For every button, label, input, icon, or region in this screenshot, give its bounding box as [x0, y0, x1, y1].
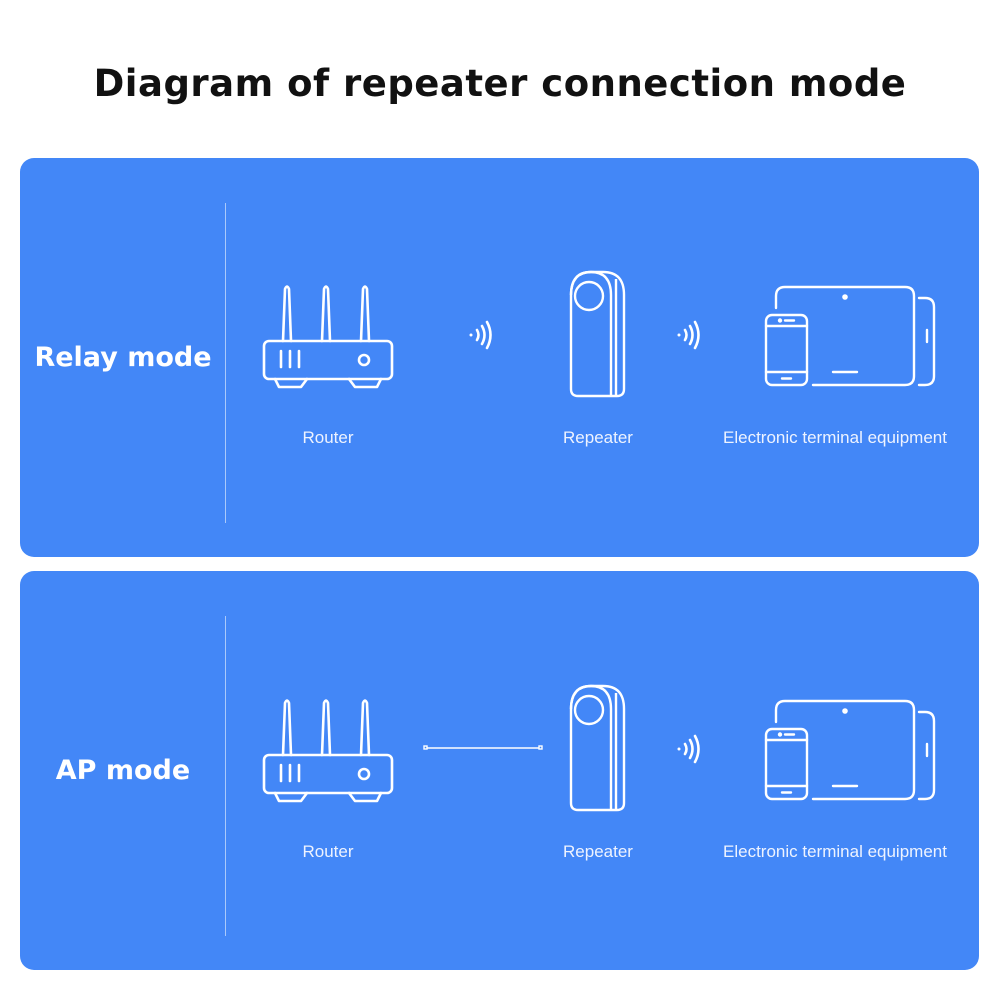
device-label-repeater: Repeater	[563, 842, 633, 861]
device-label-router: Router	[302, 428, 354, 447]
devices-icon	[764, 698, 945, 808]
wifi-signal-icon	[676, 320, 702, 350]
divider	[225, 203, 226, 523]
page-title: Diagram of repeater connection mode	[93, 62, 907, 105]
device-label-repeater: Repeater	[563, 428, 633, 447]
router-icon	[261, 695, 395, 805]
mode-label: Relay mode	[34, 342, 212, 373]
ap-mode-panel: AP mode Router Repeater Electronic termi…	[20, 571, 979, 970]
devices-icon	[764, 284, 945, 394]
ethernet-cable-icon	[423, 744, 543, 752]
mode-label: AP mode	[55, 755, 191, 786]
device-label-terminal: Electronic terminal equipment	[723, 842, 947, 861]
device-label-terminal: Electronic terminal equipment	[723, 428, 947, 447]
wifi-signal-icon	[676, 734, 702, 764]
divider	[225, 616, 226, 936]
repeater-icon	[566, 683, 628, 813]
wifi-signal-icon	[468, 320, 494, 350]
device-label-router: Router	[302, 842, 354, 861]
relay-mode-panel: Relay mode Router Repeater Electronic te…	[20, 158, 979, 557]
repeater-icon	[566, 269, 628, 399]
router-icon	[261, 281, 395, 391]
